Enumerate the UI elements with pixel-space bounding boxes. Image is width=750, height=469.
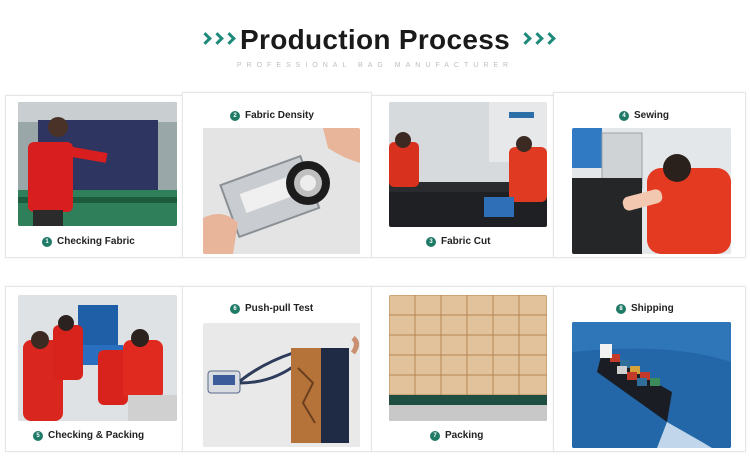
step-label: Checking & Packing	[48, 430, 145, 441]
step-caption: 7 Packing	[430, 430, 483, 441]
step-card-shipping: 8 Shipping	[553, 286, 746, 452]
step-number-badge: 5	[33, 430, 43, 441]
checking-packing-photo	[18, 295, 177, 421]
step-label: Packing	[445, 430, 484, 441]
packing-photo	[389, 295, 547, 421]
double-chevron-right-icon	[519, 32, 557, 45]
step-number-badge: 4	[619, 110, 629, 121]
step-card-checking-packing: 5 Checking & Packing	[5, 286, 187, 452]
shipping-photo	[572, 322, 731, 448]
page-title: Production Process	[240, 24, 510, 55]
step-number-badge: 2	[230, 110, 240, 121]
step-label: Fabric Density	[245, 110, 314, 121]
step-card-fabric-density: 2 Fabric Density	[182, 92, 372, 258]
fabric-cut-photo	[389, 102, 547, 227]
step-label: Push-pull Test	[245, 303, 314, 314]
step-caption: 1 Checking Fabric	[42, 236, 135, 247]
page-subtitle: PROFESSIONAL BAG MANUFACTURER	[236, 62, 514, 69]
step-card-checking-fabric: 1 Checking Fabric	[5, 95, 187, 258]
step-card-fabric-cut: 3 Fabric Cut	[371, 95, 561, 258]
step-label: Checking Fabric	[57, 236, 135, 247]
step-caption: 5 Checking & Packing	[33, 430, 144, 441]
step-caption: 3 Fabric Cut	[426, 236, 490, 247]
step-number-badge: 6	[230, 303, 240, 314]
step-card-packing: 7 Packing	[371, 286, 561, 452]
step-caption: 2 Fabric Density	[230, 110, 314, 121]
step-number-badge: 3	[426, 236, 436, 247]
push-pull-test-photo	[203, 323, 360, 447]
step-caption: 6 Push-pull Test	[230, 303, 313, 314]
fabric-density-photo	[203, 128, 360, 254]
step-number-badge: 8	[616, 303, 626, 314]
header: Production Process PROFESSIONAL BAG MANU…	[0, 0, 750, 80]
step-label: Sewing	[634, 110, 670, 121]
step-number-badge: 7	[430, 430, 440, 441]
checking-fabric-photo	[18, 102, 177, 226]
step-card-push-pull-test: 6 Push-pull Test	[182, 286, 372, 452]
step-caption: 8 Shipping	[616, 303, 674, 314]
step-number-badge: 1	[42, 236, 52, 247]
step-caption: 4 Sewing	[619, 110, 669, 121]
step-label: Fabric Cut	[441, 236, 491, 247]
sewing-photo	[572, 128, 731, 254]
step-card-sewing: 4 Sewing	[553, 92, 746, 258]
step-label: Shipping	[631, 303, 674, 314]
